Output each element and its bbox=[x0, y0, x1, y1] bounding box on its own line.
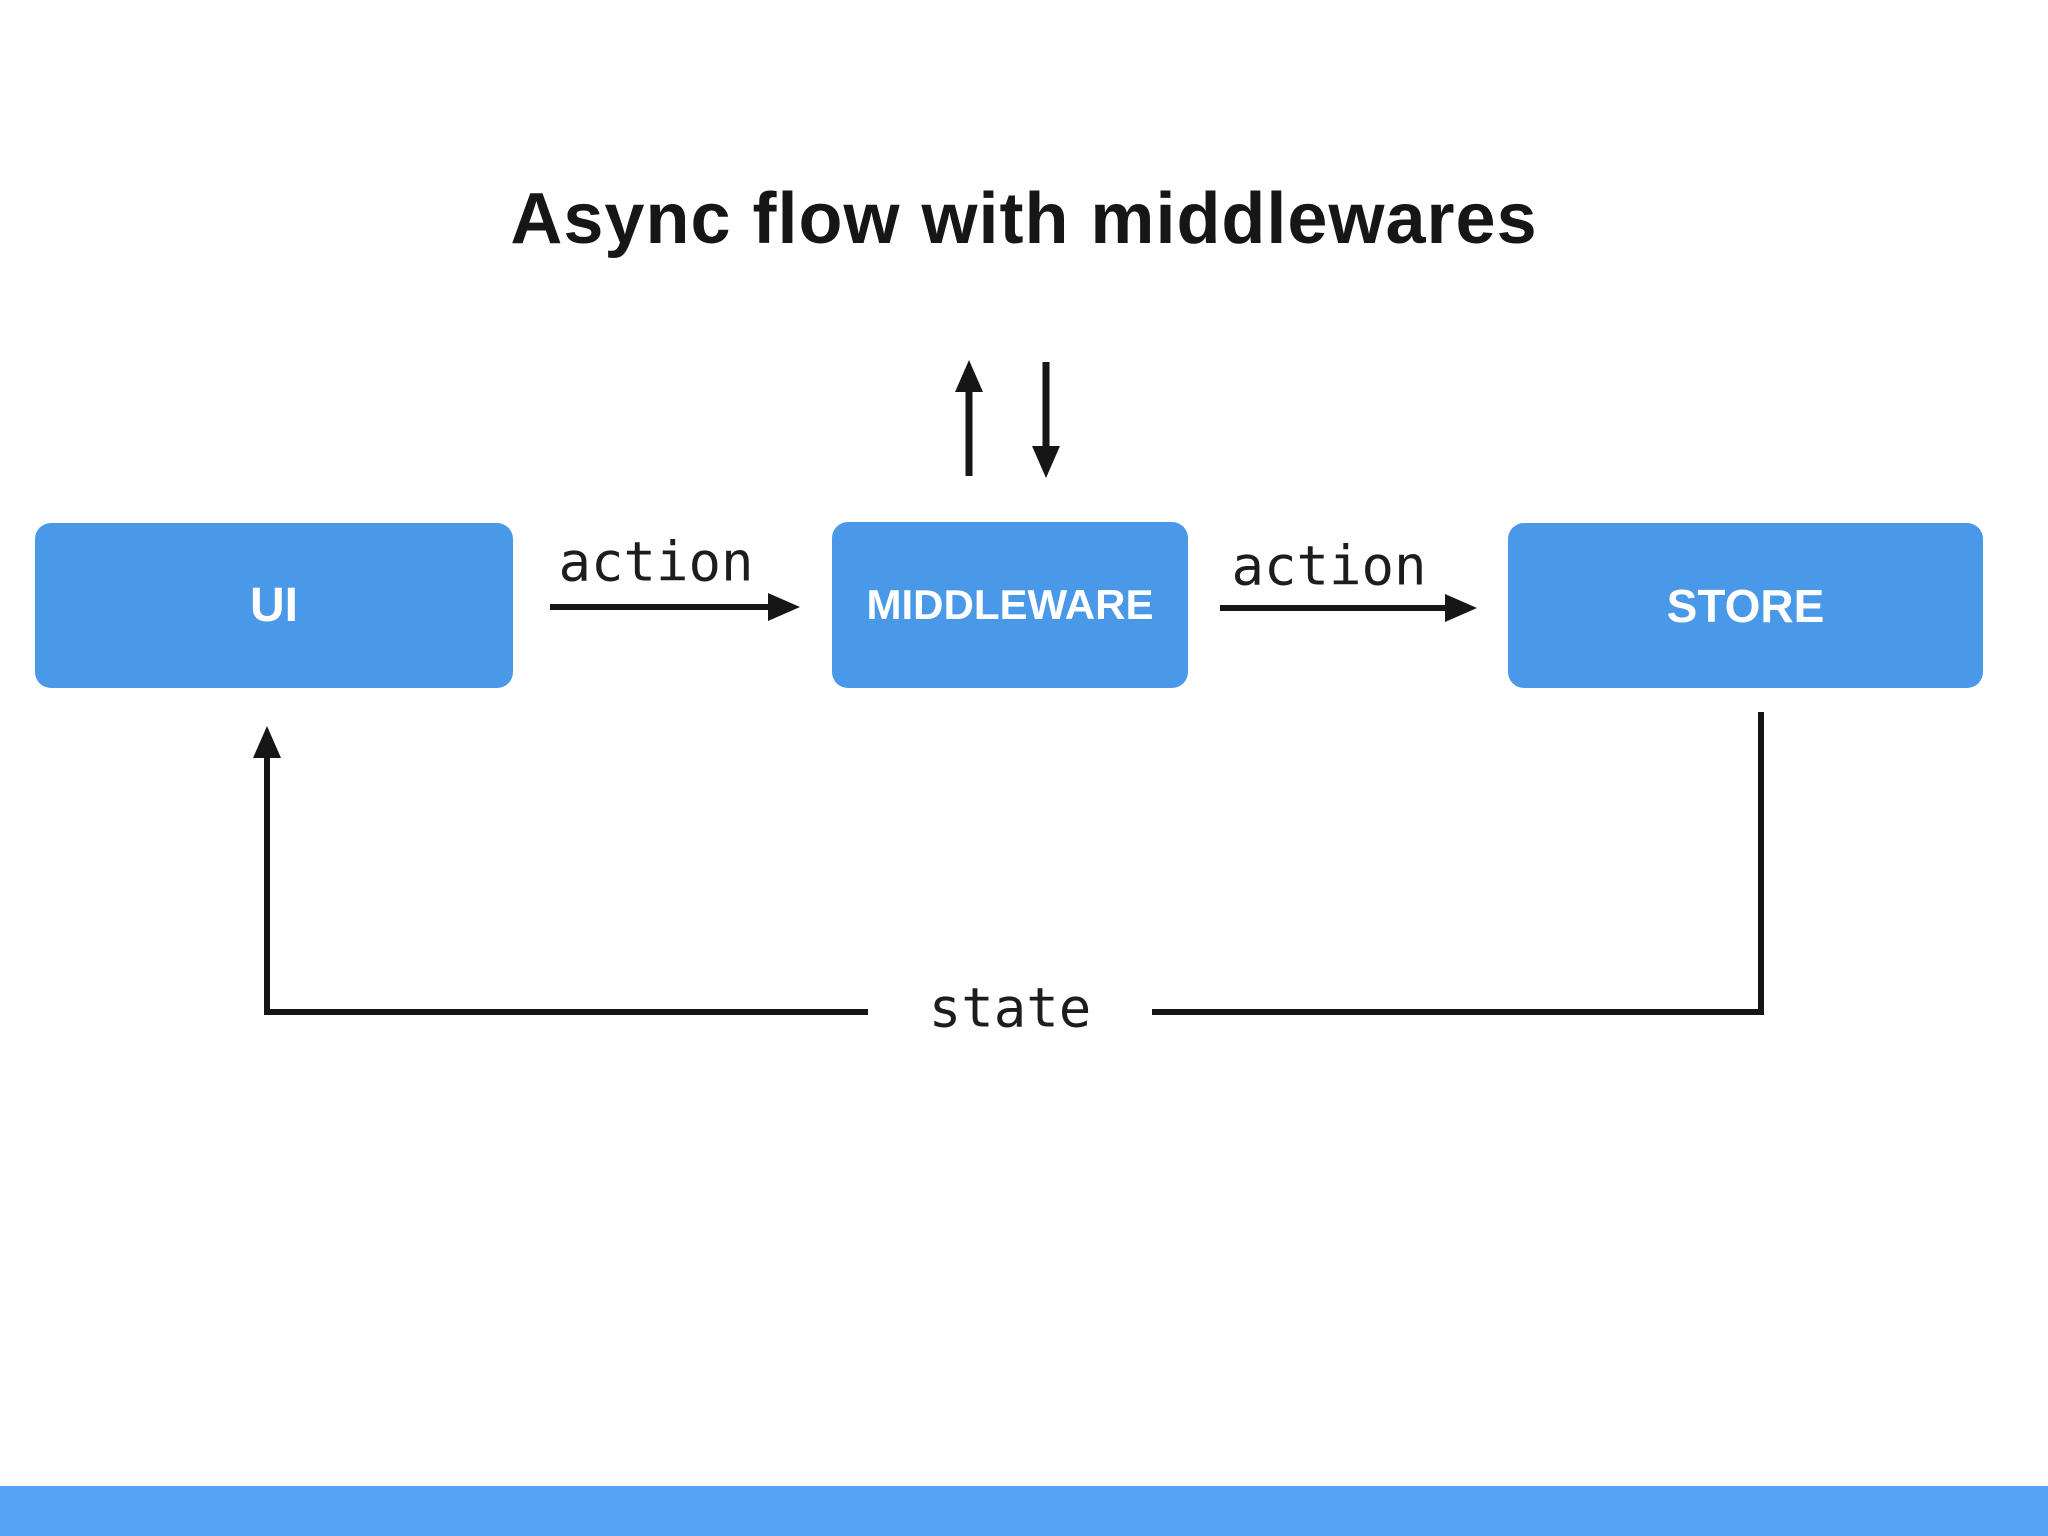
async-return-arrow-up-icon bbox=[955, 360, 983, 476]
node-ui: UI bbox=[35, 523, 513, 688]
async-dispatch-arrow-down-icon bbox=[1032, 362, 1060, 478]
diagram-title: Async flow with middlewares bbox=[510, 179, 1538, 259]
edge-label-action-ui-to-middleware: action bbox=[548, 530, 764, 594]
footer-accent-bar bbox=[0, 1486, 2048, 1536]
node-middleware: MIDDLEWARE bbox=[832, 522, 1188, 688]
action-arrow-ui-to-middleware-icon bbox=[550, 593, 800, 621]
node-ui-label: UI bbox=[250, 579, 298, 632]
node-middleware-label: MIDDLEWARE bbox=[866, 581, 1154, 628]
state-arrow-store-to-ui-icon bbox=[253, 712, 1764, 1015]
edge-label-state-store-to-ui: state bbox=[918, 976, 1102, 1040]
edge-label-action-middleware-to-store: action bbox=[1221, 534, 1437, 598]
action-arrow-middleware-to-store-icon bbox=[1220, 594, 1477, 622]
node-store: STORE bbox=[1508, 523, 1983, 688]
node-store-label: STORE bbox=[1666, 579, 1825, 632]
